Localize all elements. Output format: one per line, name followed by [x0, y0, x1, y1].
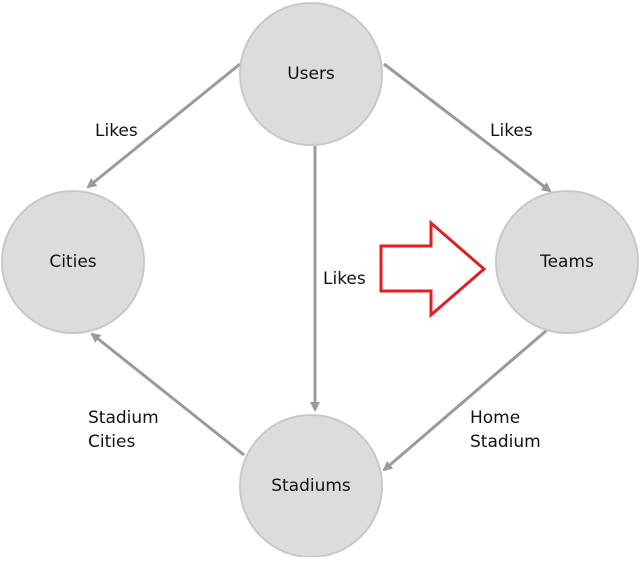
edge-labels: Likes Likes Likes Stadium Cities Home St… [88, 121, 541, 452]
node-users-label: Users [287, 64, 335, 84]
edge-label-teams-stadiums-line1: Home [470, 408, 520, 428]
edge-label-users-teams: Likes [490, 121, 533, 141]
edge-label-users-stadiums: Likes [323, 269, 366, 289]
node-teams-label: Teams [539, 252, 594, 272]
edges [86, 62, 552, 472]
edge-teams-stadiums [382, 328, 548, 472]
node-users[interactable]: Users [239, 2, 383, 146]
highlight-arrow-icon [379, 219, 487, 319]
node-teams[interactable]: Teams [495, 190, 639, 334]
edge-label-stadiums-cities-line2: Cities [88, 432, 135, 452]
edge-users-teams [383, 62, 552, 193]
edge-label-stadiums-cities-line1: Stadium [88, 408, 159, 428]
node-cities-label: Cities [49, 252, 96, 272]
edge-users-cities [86, 62, 241, 189]
node-cities[interactable]: Cities [1, 190, 145, 334]
node-stadiums-label: Stadiums [271, 476, 351, 496]
node-stadiums[interactable]: Stadiums [239, 414, 383, 558]
edge-label-users-cities: Likes [95, 121, 138, 141]
edge-stadiums-cities [90, 332, 245, 457]
edge-label-teams-stadiums-line2: Stadium [470, 432, 541, 452]
